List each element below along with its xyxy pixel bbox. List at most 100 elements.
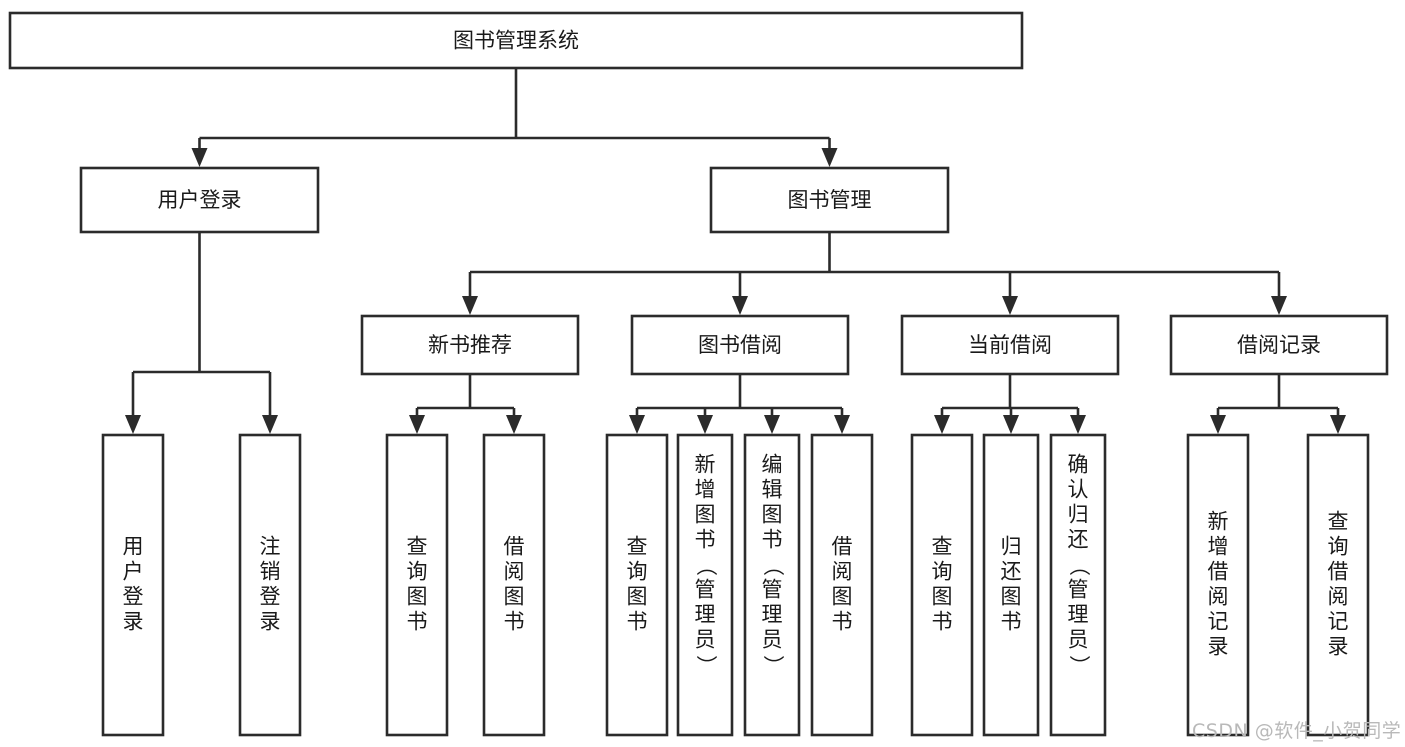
svg-text:书: 书 xyxy=(762,528,783,552)
node-label: 图书管理 xyxy=(788,188,872,212)
svg-text:员: 员 xyxy=(695,628,716,652)
svg-text:（: （ xyxy=(761,555,785,576)
arrow-head-icon xyxy=(409,415,425,434)
arrow-head-icon xyxy=(506,415,522,434)
node-l3-当前借阅[interactable]: 当前借阅 xyxy=(900,314,1120,376)
connector-group xyxy=(462,232,1287,315)
svg-text:增: 增 xyxy=(695,478,716,502)
svg-text:询: 询 xyxy=(407,560,428,584)
arrow-head-icon xyxy=(1330,415,1346,434)
node-rect xyxy=(79,166,320,234)
svg-text:查: 查 xyxy=(932,535,953,559)
svg-text:书: 书 xyxy=(504,610,525,634)
svg-text:管: 管 xyxy=(695,578,716,602)
node-l3-新书推荐[interactable]: 新书推荐 xyxy=(360,314,580,376)
svg-text:借: 借 xyxy=(832,535,853,559)
svg-text:新: 新 xyxy=(695,453,716,477)
node-rect xyxy=(982,433,1040,737)
svg-text:借: 借 xyxy=(1208,560,1229,584)
node-rect xyxy=(1169,314,1389,376)
node-rect xyxy=(1306,433,1370,737)
arrow-head-icon xyxy=(1070,415,1086,434)
node-l3-图书借阅[interactable]: 图书借阅 xyxy=(630,314,850,376)
svg-text:图: 图 xyxy=(695,503,716,527)
svg-text:借: 借 xyxy=(1328,560,1349,584)
svg-text:）: ） xyxy=(694,655,718,676)
svg-text:记: 记 xyxy=(1208,610,1229,634)
arrow-head-icon xyxy=(1003,415,1019,434)
node-l2-图书管理[interactable]: 图书管理 xyxy=(709,166,950,234)
svg-text:编: 编 xyxy=(762,453,783,477)
svg-text:查: 查 xyxy=(407,535,428,559)
svg-text:借: 借 xyxy=(504,535,525,559)
svg-text:录: 录 xyxy=(1208,635,1229,659)
svg-text:理: 理 xyxy=(1068,603,1089,627)
node-rect xyxy=(101,433,165,737)
arrow-head-icon xyxy=(697,415,713,434)
svg-text:书: 书 xyxy=(695,528,716,552)
svg-text:登: 登 xyxy=(123,585,144,609)
svg-text:管: 管 xyxy=(762,578,783,602)
connector-group xyxy=(409,374,522,434)
node-label: 图书借阅 xyxy=(698,333,782,357)
node-rect xyxy=(8,11,1024,70)
svg-text:书: 书 xyxy=(627,610,648,634)
arrow-head-icon xyxy=(821,148,838,167)
arrow-head-icon xyxy=(1002,296,1018,315)
svg-text:图: 图 xyxy=(1001,585,1022,609)
node-rect xyxy=(1049,433,1107,737)
node-rect xyxy=(482,433,546,737)
node-root-图书管理系统[interactable]: 图书管理系统 xyxy=(8,11,1024,70)
svg-text:阅: 阅 xyxy=(504,560,525,584)
node-label: 借阅记录 xyxy=(1237,333,1321,357)
arrow-head-icon xyxy=(1271,296,1287,315)
svg-text:登: 登 xyxy=(260,585,281,609)
svg-text:新: 新 xyxy=(1208,510,1229,534)
node-leaf-用户登录[interactable]: 用户登录 xyxy=(101,433,165,737)
svg-text:图: 图 xyxy=(504,585,525,609)
svg-text:图: 图 xyxy=(832,585,853,609)
connector-group xyxy=(1210,374,1346,434)
svg-text:）: ） xyxy=(1067,655,1091,676)
node-l3-借阅记录[interactable]: 借阅记录 xyxy=(1169,314,1389,376)
node-label: 图书管理系统 xyxy=(453,29,579,53)
svg-text:认: 认 xyxy=(1068,478,1089,502)
node-l2-用户登录[interactable]: 用户登录 xyxy=(79,166,320,234)
arrow-head-icon xyxy=(934,415,950,434)
svg-text:录: 录 xyxy=(260,610,281,634)
node-rect xyxy=(360,314,580,376)
svg-text:管: 管 xyxy=(1068,578,1089,602)
svg-text:理: 理 xyxy=(695,603,716,627)
svg-text:还: 还 xyxy=(1001,560,1022,584)
svg-text:增: 增 xyxy=(1208,535,1229,559)
connector-layer xyxy=(125,68,1346,434)
node-rect xyxy=(810,433,874,737)
node-label: 新书推荐 xyxy=(428,333,512,357)
svg-text:理: 理 xyxy=(762,603,783,627)
svg-text:图: 图 xyxy=(627,585,648,609)
arrow-head-icon xyxy=(732,296,748,315)
svg-text:查: 查 xyxy=(1328,510,1349,534)
connector-group xyxy=(629,374,850,434)
svg-text:图: 图 xyxy=(407,585,428,609)
